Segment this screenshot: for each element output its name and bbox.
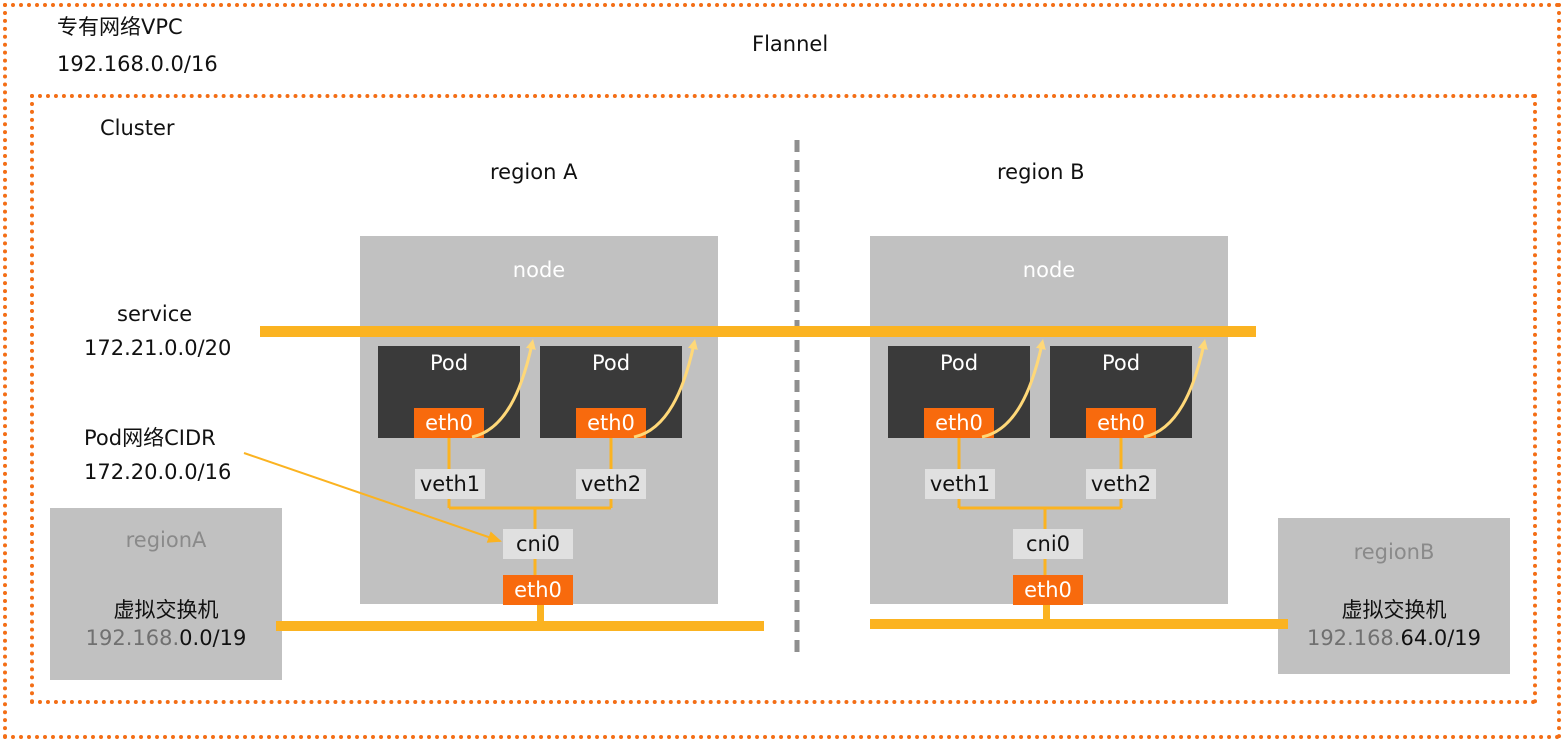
node-b-veth2: veth2 [1086, 469, 1156, 499]
pod-b2-service-arrow [1143, 339, 1208, 439]
cluster-border [30, 94, 1537, 704]
network-line-a [276, 621, 764, 631]
eth0-uplink-b [1043, 604, 1050, 624]
pod-b1-eth0: eth0 [924, 408, 994, 438]
service-cidr: 172.21.0.0/20 [84, 336, 232, 360]
node-label-b: node [1022, 258, 1076, 282]
node-a-cni0: cni0 [503, 529, 573, 559]
physical-networks [276, 604, 1288, 631]
node-a-wiring [447, 437, 613, 576]
vpc-cidr: 192.168.0.0/16 [57, 52, 218, 76]
switch-a-label: 虚拟交换机 [113, 598, 219, 622]
switch-b-label: 虚拟交换机 [1341, 598, 1447, 622]
node-b-veth1: veth1 [925, 469, 995, 499]
switch-a-cidr-suffix: 0.0/19 [179, 626, 247, 650]
node-b-wiring [957, 437, 1123, 576]
node-a-eth0: eth0 [503, 575, 573, 605]
switch-box-region-b: regionB 虚拟交换机 192.168.64.0/19 [1278, 518, 1510, 674]
switch-b-region-name: regionB [1353, 540, 1435, 564]
switch-a-cidr-prefix: 192.168. [85, 626, 180, 650]
switch-a-cidr: 192.168.0.0/19 [50, 626, 282, 650]
network-line-b [870, 619, 1288, 629]
pod-b2-label: Pod [1101, 351, 1141, 375]
pod-b1-service-arrow [981, 339, 1046, 439]
switch-b-cidr: 192.168.64.0/19 [1278, 626, 1510, 650]
node-a-veth1: veth1 [415, 469, 485, 499]
pod-a2-label: Pod [591, 351, 631, 375]
pod-a1-service-arrow [471, 339, 536, 439]
pod-a2-service-arrow [633, 339, 698, 439]
service-network-bar [260, 326, 1256, 337]
pod-b1-label: Pod [939, 351, 979, 375]
service-label: service [117, 302, 193, 326]
node-a-veth2: veth2 [576, 469, 646, 499]
region-b-title: region B [997, 160, 1085, 184]
pod-network-label: Pod网络CIDR [84, 426, 216, 450]
vpc-border [3, 3, 1561, 739]
node-label-a: node [512, 258, 566, 282]
region-a-title: region A [490, 160, 578, 184]
flannel-label: Flannel [752, 32, 829, 56]
pod-network-cidr: 172.20.0.0/16 [84, 460, 232, 484]
node-b-cni0: cni0 [1013, 529, 1083, 559]
node-b-eth0: eth0 [1013, 575, 1083, 605]
eth0-uplink-a [537, 604, 544, 626]
pod-to-service-arrows [471, 339, 1208, 439]
vpc-title: 专有网络VPC [57, 15, 183, 39]
cluster-label: Cluster [100, 116, 175, 140]
switch-b-cidr-suffix: 64.0/19 [1400, 626, 1482, 650]
pod-a1-eth0: eth0 [414, 408, 484, 438]
pod-b2-eth0: eth0 [1086, 408, 1156, 438]
switch-a-region-name: regionA [125, 528, 207, 552]
pod-a2-eth0: eth0 [576, 408, 646, 438]
pod-a1-label: Pod [429, 351, 469, 375]
pod-cidr-pointer-arrow [243, 452, 502, 543]
switch-box-region-a: regionA 虚拟交换机 192.168.0.0/19 [50, 508, 282, 680]
switch-b-cidr-prefix: 192.168. [1306, 626, 1401, 650]
